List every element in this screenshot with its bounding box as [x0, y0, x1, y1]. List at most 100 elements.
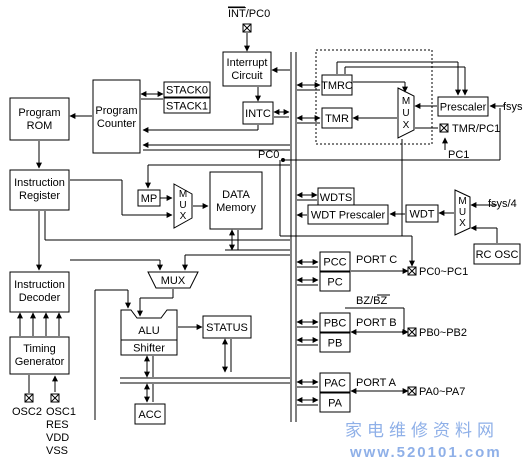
- pin-pc-icon: [407, 266, 417, 276]
- svg-text:PC: PC: [327, 277, 342, 289]
- svg-text:Instruction: Instruction: [14, 279, 65, 291]
- svg-text:TMR: TMR: [325, 113, 349, 125]
- svg-text:Decoder: Decoder: [19, 292, 61, 304]
- svg-text:Timing: Timing: [23, 343, 56, 355]
- alu-mux-block: MUX: [147, 271, 199, 289]
- vdd-label: VDD: [46, 432, 69, 444]
- svg-text:Generator: Generator: [15, 356, 65, 368]
- pc0-pc1-label: PC0~PC1: [419, 266, 468, 278]
- svg-text:WDT: WDT: [409, 209, 434, 221]
- svg-text:X: X: [403, 120, 410, 131]
- port-b-label: PORT B: [356, 317, 397, 329]
- svg-text:MUX: MUX: [161, 275, 186, 287]
- watermark-url: www.520101.com: [349, 444, 502, 461]
- fsys-label: fsys: [503, 101, 523, 113]
- pin-osc1-icon: [50, 393, 60, 403]
- svg-text:DATA: DATA: [222, 189, 250, 201]
- svg-text:U: U: [459, 207, 466, 218]
- svg-text:STACK1: STACK1: [166, 101, 208, 113]
- port-c-label: PORT C: [356, 254, 397, 266]
- res-label: RES: [46, 419, 69, 431]
- connection-lines: [17, 33, 505, 420]
- program-rom-label-1: Program: [18, 107, 60, 119]
- bz-label: BZ/BZ: [356, 295, 387, 307]
- svg-text:ACC: ACC: [138, 409, 161, 421]
- prescaler-block: Prescaler: [437, 96, 489, 117]
- pc1-label: PC1: [448, 149, 469, 161]
- program-counter-label-2: Counter: [97, 118, 136, 130]
- pc0-label: PC0: [258, 149, 279, 161]
- program-counter-label-1: Program: [95, 105, 137, 117]
- vss-label: VSS: [46, 445, 68, 457]
- port-a-label: PORT A: [356, 377, 397, 389]
- program-rom-label-2: ROM: [27, 120, 53, 132]
- svg-text:Memory: Memory: [216, 202, 256, 214]
- acc-block: ACC: [134, 403, 166, 425]
- svg-text:PB: PB: [328, 338, 343, 350]
- svg-text:MP: MP: [141, 193, 158, 205]
- int-pin-label: INT/PC0: [228, 8, 270, 20]
- pac-block: PAC: [319, 372, 351, 393]
- svg-text:WDT Prescaler: WDT Prescaler: [311, 210, 386, 222]
- wdt-block: WDT: [405, 204, 439, 223]
- svg-text:TMRC: TMRC: [321, 80, 353, 92]
- timer-dashed-box: [315, 49, 433, 145]
- bz-junction-dot: [402, 330, 406, 334]
- pin-pb-icon: [407, 327, 417, 337]
- tmr-block: TMR: [321, 107, 353, 129]
- wdts-block: WDTS: [317, 187, 355, 207]
- program-rom-block: Program ROM: [9, 97, 70, 141]
- pb-block: PB: [319, 332, 351, 353]
- svg-text:PBC: PBC: [324, 318, 347, 330]
- svg-text:STACK0: STACK0: [166, 85, 208, 97]
- svg-text:PA: PA: [328, 398, 343, 410]
- alu-block: ALU: [120, 309, 178, 341]
- intc-block: INTC: [242, 101, 274, 125]
- main-bus: [290, 52, 297, 422]
- svg-text:M: M: [458, 196, 466, 207]
- svg-text:STATUS: STATUS: [206, 322, 248, 334]
- stack1-block: STACK1: [163, 97, 211, 114]
- rc-osc-block: RC OSC: [473, 243, 521, 265]
- osc1-label: OSC1: [46, 406, 76, 418]
- tmr-pc1-label: TMR/PC1: [452, 123, 500, 135]
- svg-text:INTC: INTC: [245, 108, 271, 120]
- pc-block: PC: [319, 271, 351, 292]
- timer-mux-block: M U X: [397, 87, 415, 139]
- pin-tmr-icon: [439, 123, 449, 133]
- program-counter-block: Program Counter: [92, 79, 141, 154]
- pc0-junction-dot: [281, 158, 285, 162]
- svg-text:WDTS: WDTS: [320, 192, 352, 204]
- wdt-prescaler-block: WDT Prescaler: [307, 204, 389, 225]
- svg-text:Prescaler: Prescaler: [440, 102, 487, 114]
- instruction-register-block: Instruction Register: [9, 169, 70, 211]
- stack0-block: STACK0: [163, 81, 211, 98]
- svg-text:M: M: [402, 96, 410, 107]
- interrupt-circuit-block: Interrupt Circuit: [222, 51, 272, 87]
- shifter-block: Shifter: [120, 339, 178, 356]
- pin-pa-icon: [407, 386, 417, 396]
- svg-text:RC OSC: RC OSC: [476, 249, 519, 261]
- svg-text:Instruction: Instruction: [14, 177, 65, 189]
- watermark-chinese: 家电维修资料网: [345, 421, 499, 441]
- svg-text:X: X: [459, 218, 466, 229]
- data-mux-block: M U X: [173, 183, 193, 229]
- pin-symbols: [24, 23, 449, 403]
- pin-osc2-icon: [24, 393, 34, 403]
- status-block: STATUS: [202, 315, 252, 339]
- data-memory-block: DATA Memory: [209, 171, 263, 230]
- pa-block: PA: [319, 392, 351, 413]
- instruction-decoder-block: Instruction Decoder: [9, 271, 70, 313]
- svg-text:PCC: PCC: [323, 257, 346, 269]
- pbc-block: PBC: [319, 312, 351, 333]
- svg-text:ALU: ALU: [138, 325, 159, 337]
- svg-text:Shifter: Shifter: [133, 343, 165, 355]
- fsys4-label: fsys/4: [488, 198, 517, 210]
- osc2-label: OSC2: [12, 406, 42, 418]
- pin-int-icon: [242, 23, 252, 33]
- pcc-block: PCC: [319, 251, 351, 272]
- svg-text:Register: Register: [19, 190, 60, 202]
- pb0-pb2-label: PB0~PB2: [419, 327, 467, 339]
